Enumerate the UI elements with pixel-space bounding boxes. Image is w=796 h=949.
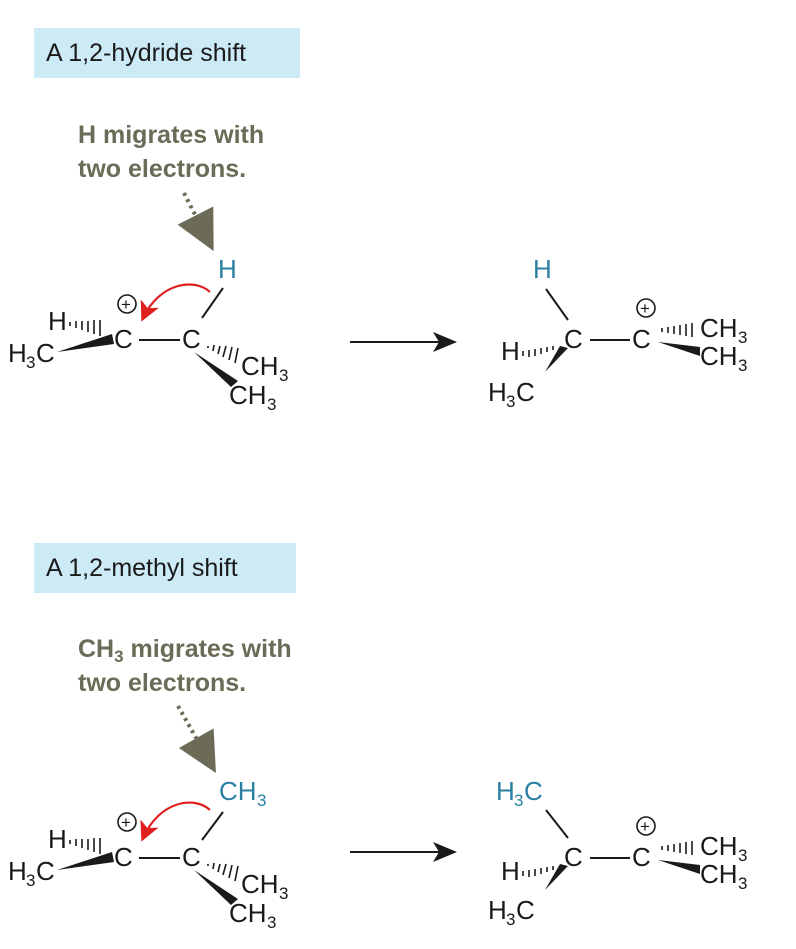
panel2-note-rest: migrates with: [123, 635, 292, 663]
svg-text:H: H: [496, 776, 515, 806]
svg-text:C: C: [36, 856, 55, 886]
panel2-curved-arrow: [140, 801, 211, 842]
svg-text:C: C: [516, 895, 535, 925]
panel1-plus-left: +: [121, 295, 131, 314]
svg-text:3: 3: [26, 871, 35, 890]
svg-text:H: H: [488, 895, 507, 925]
svg-text:3: 3: [738, 328, 747, 347]
panel2-reactant: CH 3 + C C H H 3 C CH 3: [8, 776, 288, 932]
panel1-reactant: H + C C H H 3 C: [8, 254, 288, 414]
svg-text:CH: CH: [229, 898, 267, 928]
panel2-note-line2: two electrons.: [78, 669, 247, 697]
svg-text:H: H: [488, 377, 507, 407]
panel2-note-ch: CH: [78, 635, 115, 663]
panel1-note-line1: H migrates with: [78, 121, 265, 149]
svg-text:CH: CH: [700, 313, 738, 343]
panel2-plus-right: +: [640, 817, 650, 836]
svg-text:H: H: [48, 824, 67, 854]
panel1-note: H migrates with two electrons.: [78, 118, 264, 186]
panel2-dotted-pointer: [176, 705, 216, 773]
panel1-title-box: A 1,2-hydride shift: [34, 28, 300, 78]
svg-text:CH: CH: [229, 380, 267, 410]
svg-text:3: 3: [279, 366, 288, 385]
svg-text:CH: CH: [241, 869, 279, 899]
svg-text:C: C: [36, 338, 55, 368]
svg-text:3: 3: [514, 791, 523, 810]
svg-text:C: C: [564, 842, 583, 872]
svg-text:3: 3: [738, 356, 747, 375]
svg-text:C: C: [114, 842, 133, 872]
svg-text:CH: CH: [241, 351, 279, 381]
svg-text:CH: CH: [700, 859, 738, 889]
panel1-product: H C C + H H 3 C CH 3: [488, 254, 747, 411]
svg-text:CH: CH: [700, 341, 738, 371]
svg-text:CH: CH: [700, 831, 738, 861]
svg-text:C: C: [524, 776, 543, 806]
panel1-title: A 1,2-hydride shift: [46, 38, 247, 67]
svg-text:3: 3: [267, 913, 276, 932]
panel1-note-line2: two electrons.: [78, 155, 247, 183]
svg-text:C: C: [182, 842, 201, 872]
svg-text:H: H: [501, 856, 520, 886]
panel2-migrating-ch3: CH: [219, 776, 257, 806]
panel1-curved-arrow: [140, 283, 211, 322]
svg-text:3: 3: [738, 846, 747, 865]
panel1-plus-right: +: [640, 299, 650, 318]
svg-text:3: 3: [738, 874, 747, 893]
svg-text:C: C: [516, 377, 535, 407]
panel2-title: A 1,2-methyl shift: [46, 553, 238, 582]
svg-text:H: H: [533, 254, 552, 284]
panel2-note: CH3 migrates with two electrons.: [78, 632, 292, 700]
svg-text:C: C: [632, 324, 651, 354]
panel2-product: H 3 C C C + H H 3 C CH 3: [488, 776, 747, 929]
svg-text:C: C: [564, 324, 583, 354]
panel2-title-box: A 1,2-methyl shift: [34, 543, 296, 593]
svg-text:H: H: [501, 336, 520, 366]
panel2-plus-left: +: [121, 813, 131, 832]
svg-text:3: 3: [279, 884, 288, 903]
panel1-dotted-pointer: [177, 192, 214, 252]
panel2-note-sub: 3: [114, 647, 124, 666]
svg-text:C: C: [182, 324, 201, 354]
svg-text:H: H: [48, 306, 67, 336]
svg-text:H: H: [8, 856, 27, 886]
svg-text:C: C: [114, 324, 133, 354]
svg-text:3: 3: [506, 392, 515, 411]
panel1-migrating-h: H: [218, 254, 237, 284]
svg-text:3: 3: [26, 353, 35, 372]
svg-text:3: 3: [267, 395, 276, 414]
svg-text:3: 3: [506, 910, 515, 929]
svg-text:H: H: [8, 338, 27, 368]
svg-text:C: C: [632, 842, 651, 872]
panel2-note-line1: CH3 migrates with: [78, 632, 292, 666]
svg-text:3: 3: [257, 791, 266, 810]
